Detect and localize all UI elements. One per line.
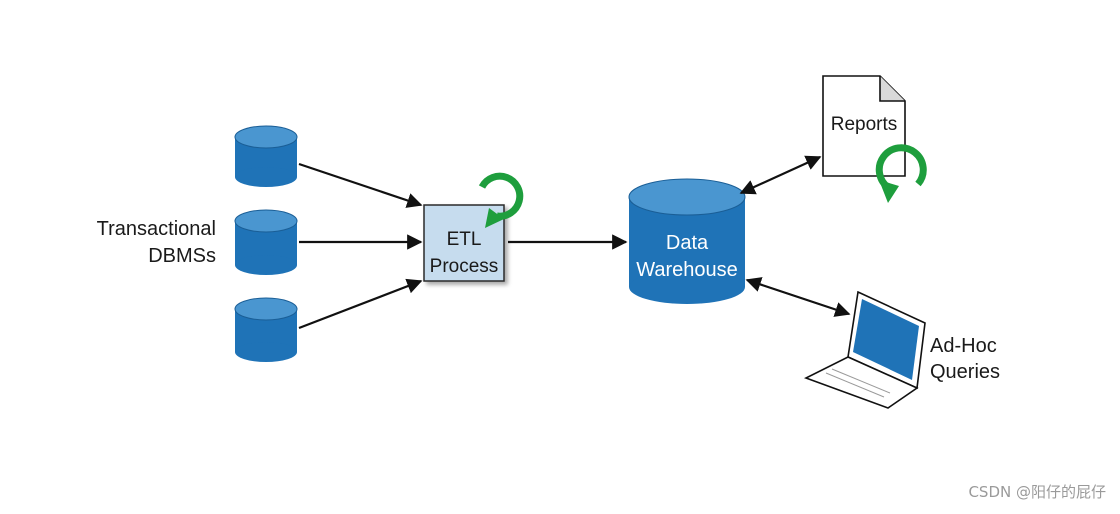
warehouse-label-line2: Warehouse [636, 259, 738, 281]
reports-label: Reports [831, 114, 898, 135]
adhoc-label-line2: Queries [930, 361, 1000, 383]
arrow-warehouse-adhoc [745, 277, 851, 317]
arrow-db1-to-etl [298, 162, 423, 208]
source-database-1-icon [234, 125, 298, 187]
laptop-icon [803, 290, 926, 409]
reports-refresh-icon [875, 144, 927, 203]
warehouse-label-line1: Data [666, 232, 709, 254]
etl-label-line1: ETL [447, 229, 482, 250]
source-database-3-icon [234, 297, 298, 362]
sources-label-line2: DBMSs [148, 245, 216, 267]
arrow-warehouse-reports [739, 155, 822, 195]
sources-label-line1: Transactional [97, 218, 216, 240]
etl-label-line2: Process [430, 256, 499, 277]
adhoc-label-line1: Ad-Hoc [930, 335, 997, 357]
data-warehouse-icon [628, 178, 746, 304]
refresh-icon [478, 172, 524, 228]
arrow-db3-to-etl [298, 278, 423, 330]
source-database-2-icon [234, 209, 298, 275]
watermark: CSDN @阳仔的屁仔 [968, 483, 1106, 501]
